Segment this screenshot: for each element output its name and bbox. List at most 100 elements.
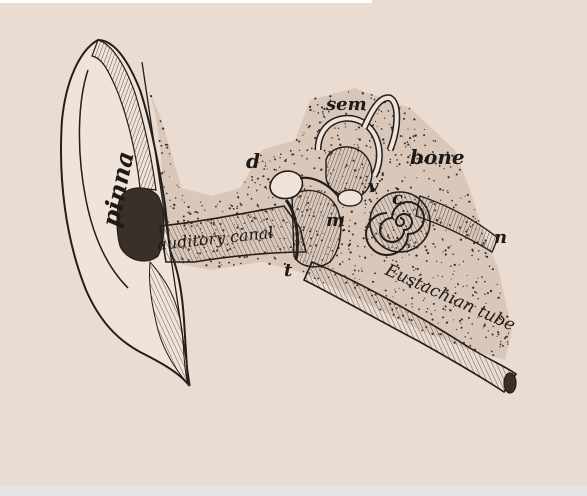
stipple-dot: [341, 261, 344, 263]
stipple-dot: [372, 280, 375, 283]
stipple-dot: [308, 125, 311, 127]
head-edge-line: [141, 61, 191, 387]
stipple-dot: [447, 191, 449, 194]
stipple-dot: [420, 284, 422, 287]
stipple-dot: [240, 262, 242, 265]
ossicle-d: [269, 170, 304, 200]
stipple-dot: [258, 162, 259, 164]
stipple-dot: [187, 205, 190, 209]
stipple-dot: [303, 188, 306, 191]
stipple-dot: [449, 309, 452, 312]
stipple-dot: [452, 305, 455, 308]
stipple-dot: [499, 346, 501, 348]
stipple-dot: [418, 308, 420, 311]
stipple-dot: [406, 277, 409, 279]
stipple-dot: [434, 246, 436, 248]
stipple-dot: [364, 212, 366, 214]
stipple-dot: [352, 273, 354, 275]
stipple-dot: [384, 289, 387, 292]
stipple-dot: [435, 260, 438, 262]
stipple-dot: [415, 267, 417, 270]
stipple-dot: [464, 195, 466, 197]
stipple-dot: [307, 126, 310, 129]
stipple-dot: [357, 126, 360, 129]
stipple-dot: [466, 285, 468, 287]
stipple-dot: [410, 279, 412, 281]
stipple-dot: [279, 153, 282, 156]
stipple-dot: [349, 251, 352, 254]
stipple-dot: [474, 305, 477, 308]
stipple-dot: [204, 209, 206, 211]
stipple-dot: [323, 107, 326, 111]
stipple-dot: [386, 273, 388, 275]
stipple-dot: [400, 153, 403, 156]
stipple-dot: [499, 340, 502, 343]
stipple-dot: [303, 185, 305, 187]
stipple-dot: [380, 110, 383, 113]
stipple-dot: [330, 144, 333, 147]
stipple-dot: [401, 256, 404, 259]
stipple-dot: [381, 173, 384, 177]
stipple-dot: [375, 192, 378, 195]
stipple-dot: [220, 264, 222, 266]
stipple-dot: [195, 210, 198, 213]
stipple-dot: [399, 277, 402, 280]
stipple-dot: [451, 199, 453, 202]
stipple-dot: [341, 243, 343, 246]
stipple-dot: [441, 275, 444, 278]
stipple-dot: [417, 162, 419, 164]
stipple-dot: [264, 185, 267, 189]
stipple-dot: [408, 136, 412, 140]
stipple-dot: [395, 260, 398, 263]
stipple-dot: [382, 138, 385, 141]
stipple-dot: [459, 238, 463, 241]
stipple-dot: [160, 144, 163, 147]
stipple-dot: [507, 343, 509, 345]
stipple-dot: [334, 102, 336, 104]
stipple-dot: [502, 344, 504, 347]
stipple-dot: [320, 106, 324, 109]
stipple-dot: [472, 215, 475, 218]
stipple-dot: [392, 296, 394, 298]
stipple-dot: [303, 132, 305, 134]
stipple-dot: [372, 187, 375, 190]
stipple-dot: [464, 336, 466, 338]
stipple-dot: [168, 153, 171, 155]
stipple-dot: [445, 203, 447, 206]
stipple-dot: [370, 200, 373, 203]
stipple-dot: [339, 263, 342, 266]
stipple-dot: [497, 331, 500, 334]
stipple-dot: [407, 143, 410, 146]
stipple-dot: [357, 109, 359, 111]
stipple-dot: [216, 204, 219, 206]
stipple-dot: [373, 98, 376, 101]
stipple-dot: [440, 261, 443, 263]
stipple-dot: [491, 268, 494, 271]
stipple-dot: [169, 199, 171, 201]
stipple-dot: [247, 186, 250, 189]
stipple-dot: [347, 230, 351, 233]
stipple-dot: [289, 149, 292, 152]
bottom-band: [0, 486, 587, 496]
stipple-dot: [416, 267, 419, 271]
stipple-dot: [374, 190, 377, 192]
stipple-dot: [261, 160, 264, 163]
stipple-dot: [434, 140, 437, 142]
stipple-dot: [411, 306, 413, 308]
stipple-dot: [291, 153, 294, 156]
stipple-dot: [462, 260, 465, 263]
stipple-dot: [484, 255, 487, 257]
stipple-dot: [441, 238, 444, 240]
stipple-dot: [385, 256, 388, 259]
stipple-dot: [365, 203, 367, 205]
stipple-dot: [374, 120, 377, 123]
stipple-dot: [231, 205, 234, 207]
stipple-dot: [314, 97, 317, 100]
stipple-dot: [273, 168, 276, 171]
earlobe-shade: [149, 260, 189, 385]
stipple-dot: [418, 274, 420, 277]
stipple-dot: [454, 286, 456, 288]
stipple-dot: [417, 152, 419, 155]
stipple-dot: [237, 196, 240, 199]
